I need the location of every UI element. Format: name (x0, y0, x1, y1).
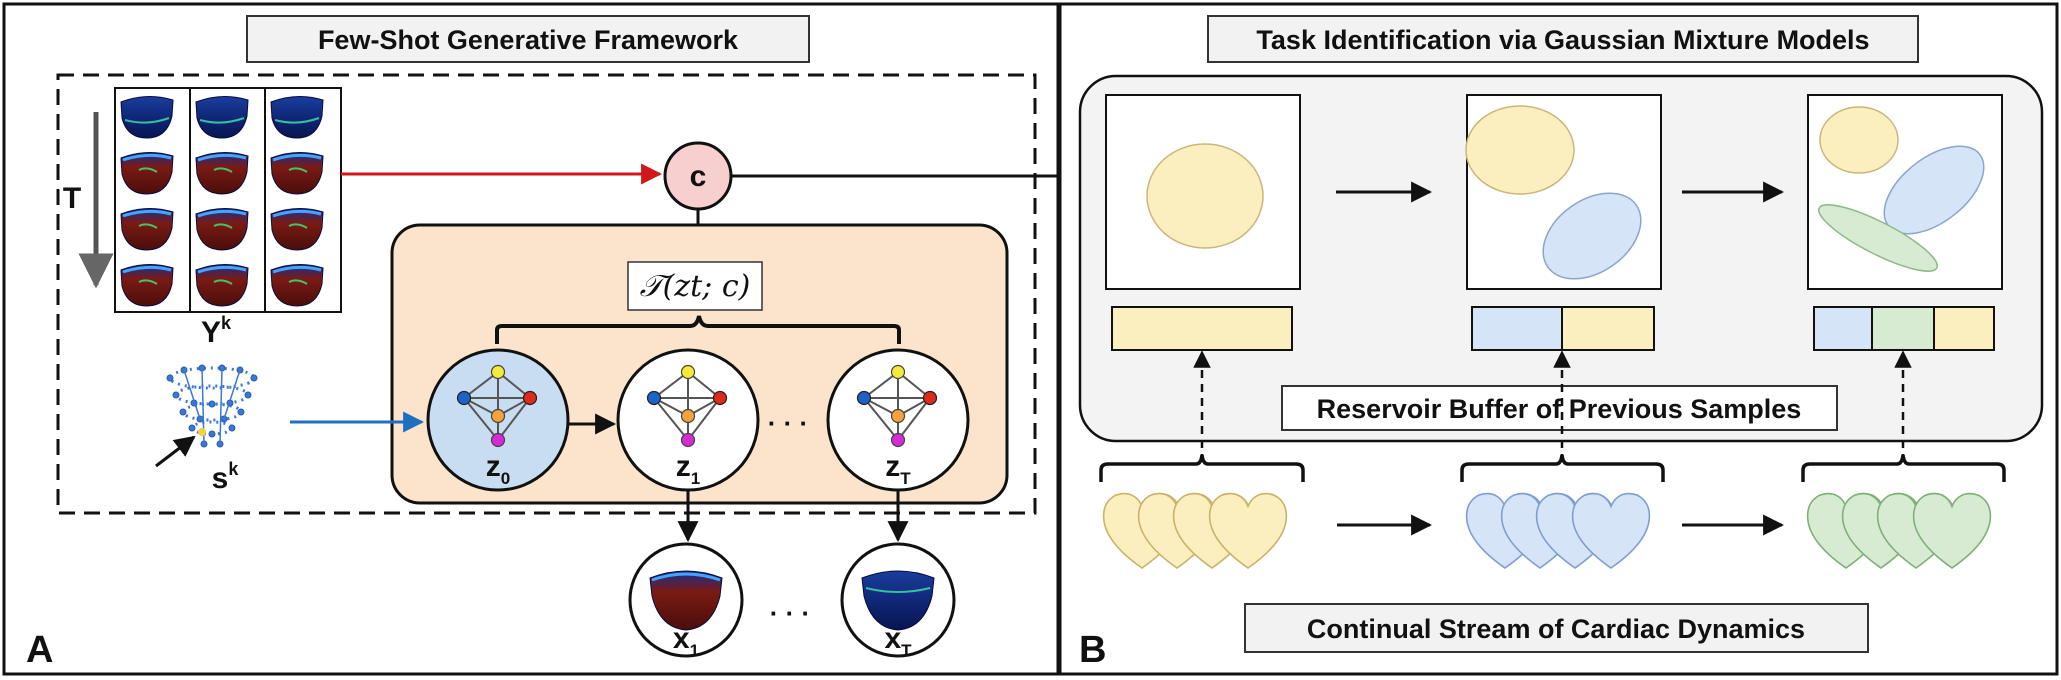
geometry-mesh-sk (166, 364, 258, 448)
stream-brace-2 (1460, 454, 1665, 482)
panel-b-letter: B (1079, 629, 1106, 671)
dashed-framework-container (56, 73, 1037, 515)
buffer-label: Reservoir Buffer of Previous Samples (1317, 394, 1802, 424)
transition-function-label: 𝒯(zt; c) (640, 269, 751, 304)
gmm-plot-1 (1105, 94, 1301, 290)
mesh-pointer-arrow (155, 435, 196, 468)
sk-label: sk (212, 459, 240, 495)
buffer-label-box (1281, 385, 1838, 431)
latent-node-zt: zT (826, 348, 970, 492)
panel-a-title-box (246, 15, 810, 63)
stream-label: Continual Stream of Cardiac Dynamics (1307, 614, 1805, 644)
latent-node-z1: z1 (616, 348, 760, 492)
panel-a-letter: A (26, 629, 53, 671)
time-label: T (63, 182, 81, 215)
stream-label-box (1244, 603, 1869, 653)
svg-text:xT: xT (884, 622, 912, 660)
svg-text:z0: z0 (486, 450, 510, 488)
panel-b-title-box (1207, 15, 1919, 63)
latent-node-z0: z0 (426, 348, 570, 492)
reservoir-buffer-1 (1111, 306, 1293, 351)
context-node-label: c (690, 160, 707, 193)
gmm-plot-2 (1465, 94, 1662, 290)
reservoir-buffer-2 (1471, 306, 1655, 351)
latent-ellipsis: · · · (768, 408, 808, 438)
svg-text:x1: x1 (673, 622, 699, 660)
output-node-xt: xT (840, 542, 956, 660)
output-node-x1: x1 (628, 542, 744, 660)
observation-grid-yk (114, 87, 342, 313)
svg-text:z1: z1 (676, 450, 700, 488)
gmm-plot-3 (1807, 94, 2003, 290)
transition-function-box (627, 261, 763, 311)
reservoir-buffer-3 (1813, 306, 1995, 351)
panel-b-title: Task Identification via Gaussian Mixture… (1256, 25, 1869, 55)
stream-brace-3 (1801, 454, 2006, 482)
stream-brace-1 (1099, 454, 1305, 482)
svg-text:zT: zT (885, 450, 911, 488)
yk-label: Yk (201, 313, 232, 349)
panel-a-title: Few-Shot Generative Framework (318, 25, 739, 55)
output-ellipsis: · · · (770, 598, 810, 628)
transition-brace (495, 315, 901, 344)
